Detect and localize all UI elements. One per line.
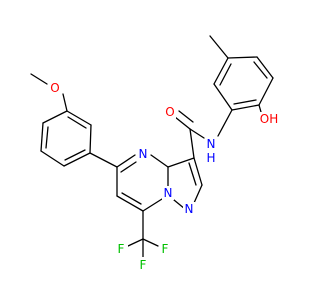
- bond-pyr-n4-c3a: [150, 154, 169, 168]
- bond-ring1-f: [66, 110, 92, 126]
- bond-o-aryl: [62, 93, 68, 112]
- bond-methyl-o: [30, 73, 48, 85]
- bond-carbonyl-o: [174, 116, 191, 130]
- bond-layer: [30, 35, 274, 259]
- bond-c-f-right: [142, 238, 159, 247]
- bond-ring2-e: [213, 57, 229, 85]
- bond-ring1-a: [42, 110, 68, 124]
- bond-methyl: [209, 35, 229, 59]
- bond-ring2-b: [258, 77, 274, 106]
- bond-pz-c3-c2-inner: [188, 162, 197, 186]
- bond-c-f-left: [127, 238, 144, 247]
- atom-f-left: F: [118, 242, 125, 256]
- atom-o-carbonyl: O: [165, 105, 174, 119]
- bond-ring2-d: [227, 56, 258, 59]
- bond-pz-c3-c2: [193, 157, 203, 186]
- atom-n-amide: N: [207, 137, 216, 151]
- bond-ring1-e: [89, 124, 92, 154]
- bond-pyr-n7a-c7: [142, 198, 163, 212]
- bond-ring1-b-inner: [45, 126, 49, 149]
- bond-pz-c3a-c3: [167, 157, 195, 168]
- bond-ring2-a: [231, 104, 260, 111]
- atom-n-pyrazole: N: [185, 202, 194, 216]
- bond-ring1-d-inner: [64, 149, 86, 161]
- bond-ring1-b: [40, 122, 44, 152]
- bond-ring2-c: [256, 56, 274, 79]
- atom-n-ring-top: N: [139, 147, 148, 161]
- atom-h-amide: H: [206, 151, 215, 165]
- bond-n-aryl: [217, 109, 233, 137]
- atom-n-bridge: N: [164, 186, 173, 200]
- bond-ring2-f: [213, 83, 233, 111]
- bond-ring2-c-inner: [253, 61, 268, 79]
- atom-label-layer: O N N H O OH N N F F F: [49, 80, 280, 272]
- atom-oh: OH: [260, 112, 278, 126]
- bond-c-oh: [258, 104, 262, 113]
- bond-pyr-c5-n4: [116, 154, 136, 168]
- bond-ring1-d: [63, 152, 91, 167]
- bond-aryl-pyrimidine: [89, 152, 118, 168]
- bond-carbonyl-o-inner: [178, 110, 194, 123]
- bond-c3-carbonyl: [189, 128, 195, 159]
- bond-carbonyl-n: [189, 128, 205, 139]
- chemical-structure: O N N H O OH N N F F F: [30, 35, 280, 272]
- bond-pyr-c7-c6-inner: [121, 192, 142, 205]
- bond-pyr-c7-c6: [116, 195, 144, 212]
- bond-ring1-c: [40, 150, 65, 167]
- bond-ring2-a-inner: [233, 99, 257, 105]
- bond-pz-c2-n1: [193, 184, 203, 204]
- atom-o-methoxy: O: [50, 81, 59, 95]
- atom-f-right: F: [162, 242, 169, 256]
- atom-f-top: F: [140, 258, 147, 272]
- bond-pyr-c5-n4-inner: [120, 161, 137, 173]
- bond-ring2-e-inner: [219, 63, 232, 86]
- bond-ring1-f-inner: [67, 116, 87, 129]
